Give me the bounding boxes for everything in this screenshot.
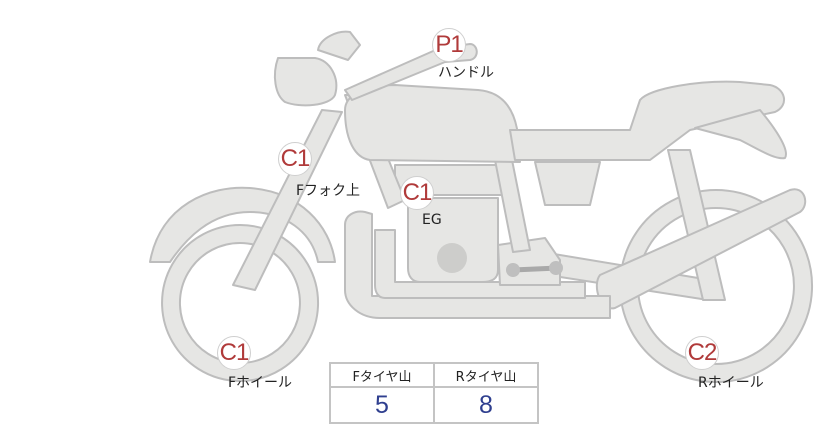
label-handle: ハンドル [438,65,494,81]
engine-block [407,197,499,283]
seat [509,80,785,161]
marker-c1-front-fork: C1 [278,142,312,176]
label-front-wheel: Fホイール [228,375,293,391]
front-tire-value: 5 [329,386,435,424]
marker-c2-rear-wheel: C2 [685,336,719,370]
marker-c1-front-wheel: C1 [217,336,251,370]
front-tire-header: Fタイヤ山 [329,362,435,388]
rear-tire-header: Rタイヤ山 [433,362,539,388]
headlight [273,57,338,107]
engine-cover [437,243,467,273]
rear-tire-value: 8 [433,386,539,424]
label-front-fork: Fフォク上 [296,183,361,199]
marker-p1-handle: P1 [432,28,466,62]
tail [694,109,787,160]
rear-fender [595,188,807,310]
label-engine: EG [422,212,442,228]
tire-tread-table: Fタイヤ山 Rタイヤ山 5 8 [329,362,539,424]
fuel-tank [344,84,521,163]
front-fork [232,109,343,291]
mirror [317,30,361,61]
marker-c1-engine: C1 [400,176,434,210]
frame-backbone [494,159,531,253]
side-panel [534,161,601,206]
label-rear-wheel: Rホイール [698,375,764,391]
